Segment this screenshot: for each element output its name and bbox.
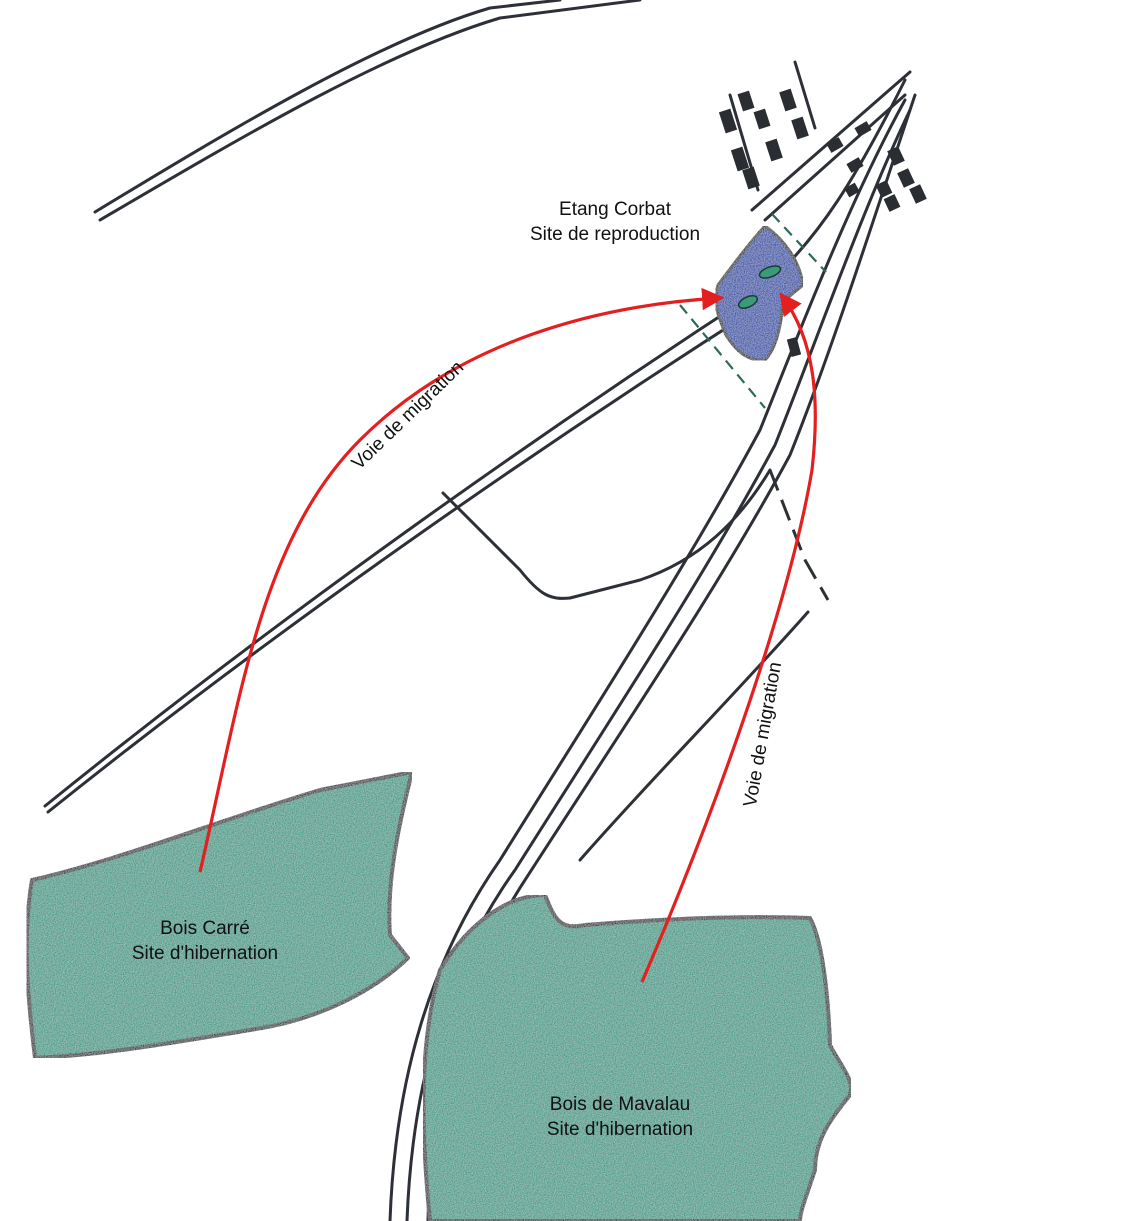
road-village-north	[728, 60, 912, 222]
pond-role: Site de reproduction	[529, 224, 701, 245]
forest-south-name: Bois de Mavalau	[549, 1094, 691, 1115]
road-side-loop	[441, 468, 772, 600]
road-east-branch	[578, 610, 810, 862]
pond-zone-boundary-south	[679, 304, 766, 409]
forest-west-name: Bois Carré	[160, 918, 250, 939]
forest-south-label: Bois de Mavalau Site d'hibernation	[510, 1092, 730, 1142]
village-buildings	[718, 88, 927, 357]
pond-zone-boundary	[771, 213, 827, 273]
path-dashed	[768, 469, 830, 601]
forest-bois-carre	[24, 770, 414, 1060]
forest-south-role: Site d'hibernation	[546, 1119, 694, 1140]
road-west-diagonal	[43, 78, 907, 814]
pond-label: Etang Corbat Site de reproduction	[505, 197, 725, 247]
forest-west-role: Site d'hibernation	[131, 943, 279, 964]
forest-west-label: Bois Carré Site d'hibernation	[100, 916, 310, 966]
migration-route-south	[640, 292, 817, 983]
migration-route-west	[198, 287, 725, 873]
pond-name: Etang Corbat	[559, 199, 671, 220]
forest-bois-de-mavalau	[421, 893, 853, 1221]
road-north-west	[93, 0, 642, 222]
